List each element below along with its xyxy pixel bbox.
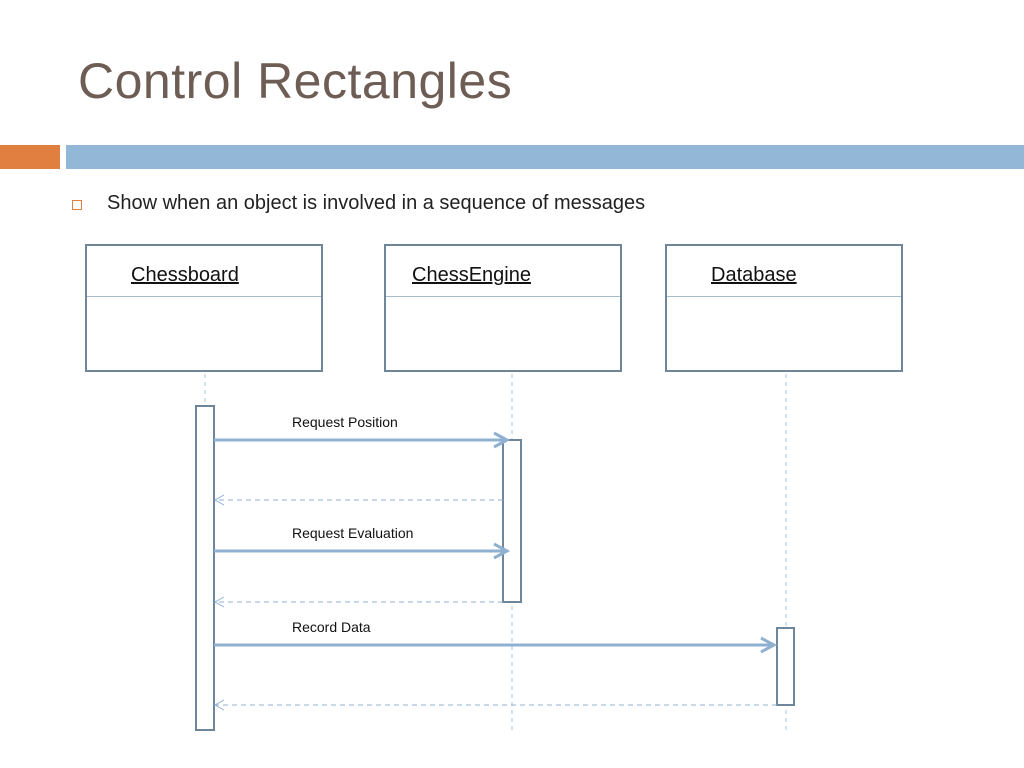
object-box-chessboard: Chessboard xyxy=(85,244,323,372)
object-divider xyxy=(386,296,620,297)
arrowhead-icon xyxy=(213,494,225,506)
bullet-square-icon xyxy=(72,200,82,210)
arrowhead-icon xyxy=(493,542,511,560)
arrowhead-icon xyxy=(213,699,225,711)
object-divider xyxy=(87,296,321,297)
message-label-request-evaluation: Request Evaluation xyxy=(292,525,414,541)
accent-bar-blue xyxy=(66,145,1024,169)
message-label-request-position: Request Position xyxy=(292,414,398,430)
arrowhead-icon xyxy=(493,431,511,449)
message-label-record-data: Record Data xyxy=(292,619,371,635)
arrowhead-icon xyxy=(213,596,225,608)
object-name-chessboard: Chessboard xyxy=(131,264,239,286)
activation-bar-chessengine xyxy=(502,439,522,603)
accent-bar-orange xyxy=(0,145,60,169)
activation-bar-database xyxy=(776,627,795,706)
object-box-database: Database xyxy=(665,244,903,372)
bullet-text: Show when an object is involved in a seq… xyxy=(107,192,646,214)
activation-bar-chessboard xyxy=(195,405,215,731)
object-name-database: Database xyxy=(711,264,797,286)
object-name-chessengine: ChessEngine xyxy=(412,264,531,286)
object-divider xyxy=(667,296,901,297)
arrowhead-icon xyxy=(760,636,778,654)
slide-title: Control Rectangles xyxy=(78,53,513,109)
object-box-chessengine: ChessEngine xyxy=(384,244,622,372)
